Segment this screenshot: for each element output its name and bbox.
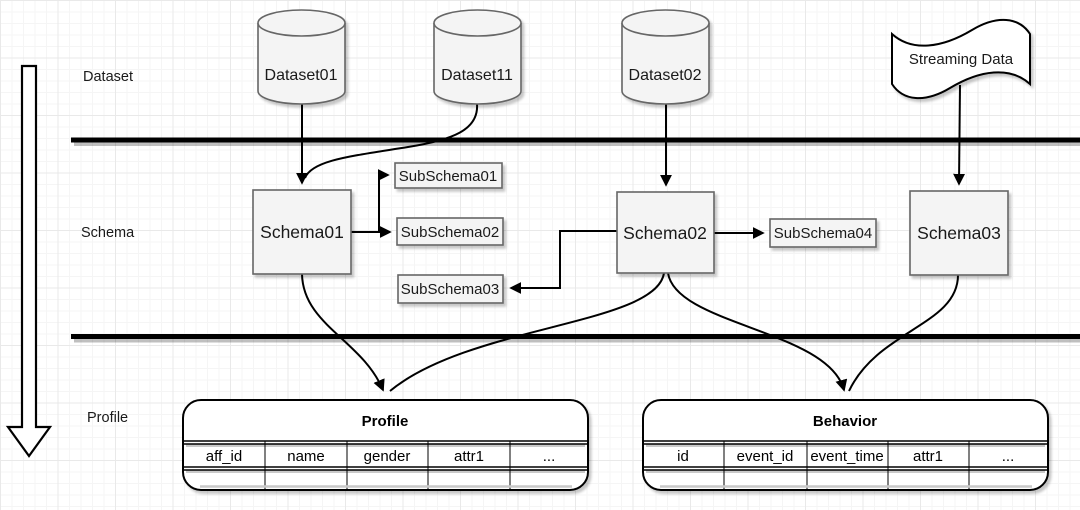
- behavior-table: Behavior id event_id event_time attr1 ..…: [642, 399, 1049, 491]
- separator-shadow-1: [74, 141, 1080, 146]
- connector-schema01-subschema01: [377, 169, 390, 232]
- separator-line-1: [71, 137, 1080, 143]
- dataset11-label: Dataset11: [441, 67, 513, 84]
- subschema01-label: SubSchema01: [399, 168, 497, 185]
- behavior-col-ellipsis: ...: [1002, 448, 1015, 465]
- subschema01-box: SubSchema01: [394, 162, 503, 189]
- behavior-col-event-time: event_time: [810, 448, 883, 465]
- layer-label-dataset: Dataset: [83, 69, 133, 85]
- schema01-box: Schema01: [252, 189, 352, 275]
- subschema03-label: SubSchema03: [401, 281, 499, 298]
- behavior-col-event-id: event_id: [737, 448, 794, 465]
- connector-schema02-subschema03: [509, 230, 617, 294]
- dataset02-cylinder: Dataset02: [621, 9, 710, 105]
- dataset01-label: Dataset01: [265, 67, 338, 84]
- streaming-data-label: Streaming Data: [909, 51, 1014, 68]
- behavior-col-id: id: [677, 448, 689, 465]
- subschema04-box: SubSchema04: [769, 218, 877, 248]
- connector-schema02-profile: [389, 272, 665, 392]
- schema02-label: Schema02: [623, 223, 707, 243]
- connector-schema01-profile: [301, 273, 385, 392]
- dataset11-cylinder: Dataset11: [433, 9, 522, 105]
- schema01-label: Schema01: [260, 222, 344, 242]
- connector-schema02-behavior: [667, 272, 848, 392]
- profile-table: Profile aff_id name gender attr1 ...: [182, 399, 589, 491]
- behavior-col-attr1: attr1: [913, 448, 943, 465]
- connector-streaming-schema03: [953, 84, 966, 186]
- separator-line-2: [71, 334, 1080, 339]
- subschema02-label: SubSchema02: [401, 224, 499, 241]
- connector-schema03-behavior: [848, 274, 959, 392]
- separator-shadow-2: [74, 338, 1080, 343]
- subschema02-box: SubSchema02: [396, 217, 504, 246]
- layer-label-schema: Schema: [81, 225, 135, 241]
- streaming-data-tape: Streaming Data: [891, 18, 1031, 100]
- schema03-box: Schema03: [909, 190, 1009, 276]
- behavior-table-title: Behavior: [813, 413, 877, 430]
- schema03-label: Schema03: [917, 223, 1001, 243]
- schema02-box: Schema02: [616, 191, 715, 274]
- profile-col-aff-id: aff_id: [206, 448, 242, 465]
- dataset01-cylinder: Dataset01: [257, 9, 346, 105]
- subschema03-box: SubSchema03: [397, 274, 504, 304]
- profile-col-attr1: attr1: [454, 448, 484, 465]
- layer-label-profile: Profile: [87, 410, 128, 426]
- profile-col-gender: gender: [364, 448, 411, 465]
- subschema04-label: SubSchema04: [774, 225, 872, 242]
- profile-col-ellipsis: ...: [543, 448, 556, 465]
- profile-table-title: Profile: [362, 413, 409, 430]
- connector-dataset11-schema01: [304, 103, 479, 179]
- timeline-down-arrow: [5, 64, 53, 458]
- profile-col-name: name: [287, 448, 325, 465]
- dataset02-label: Dataset02: [629, 67, 702, 84]
